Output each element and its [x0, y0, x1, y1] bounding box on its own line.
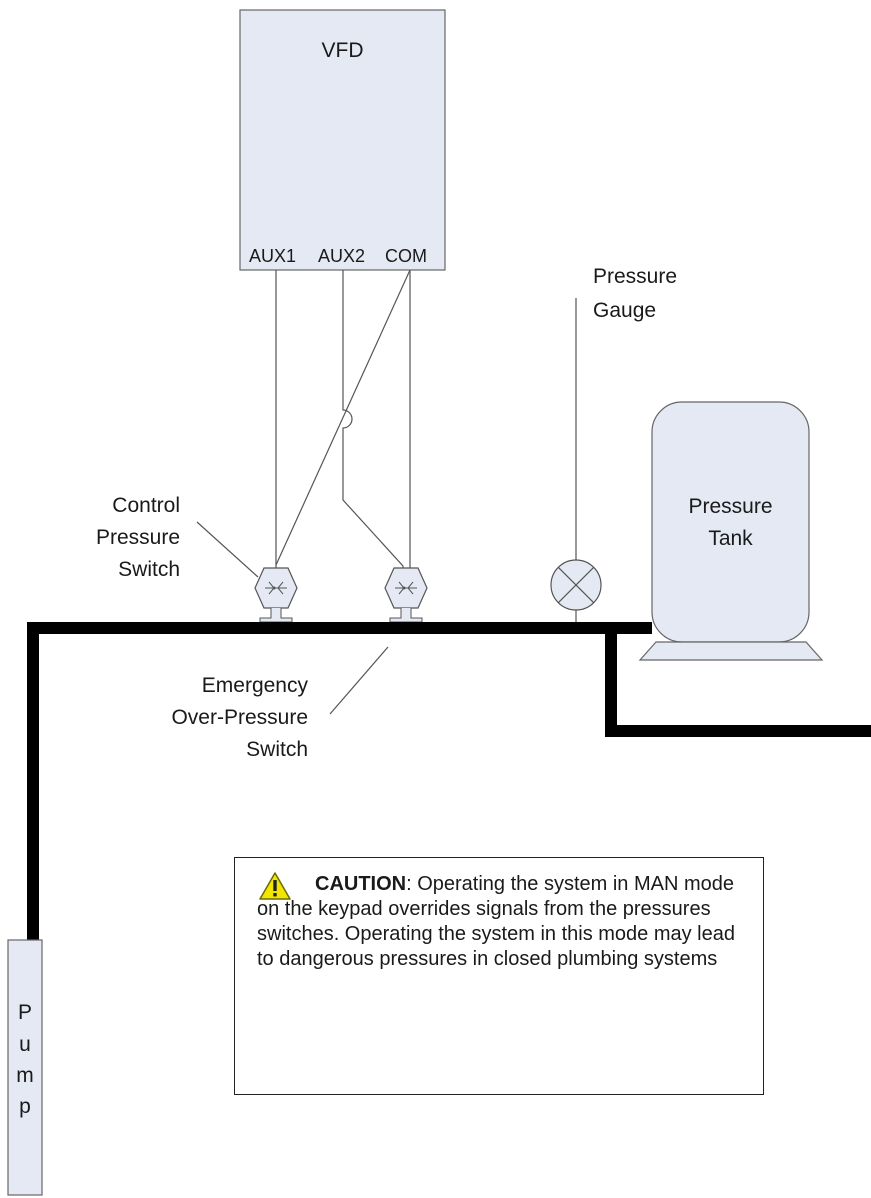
caution-box: CAUTION: Operating the system in MAN mod…: [234, 857, 764, 1095]
vfd-terminal-aux1: AUX1: [249, 246, 297, 266]
vfd-title: VFD: [321, 39, 364, 62]
emergency-switch-label-line3: Switch: [246, 738, 308, 761]
pump-letter-u: u: [19, 1033, 31, 1056]
control-pressure-switch: [254, 567, 298, 623]
vfd-box: [239, 9, 446, 271]
pump-body: [7, 939, 43, 1196]
emergency-switch-leader: [329, 646, 389, 715]
caution-lead: CAUTION: [315, 873, 407, 895]
pressure-tank-symbol: [638, 401, 824, 661]
caution-text: CAUTION: Operating the system in MAN mod…: [257, 872, 757, 972]
emergency-pressure-switch: [384, 567, 428, 623]
control-wires: [196, 269, 577, 715]
control-switch-label-line2: Pressure: [95, 526, 180, 549]
pump-letter-m: m: [16, 1064, 34, 1087]
aux2-wire: [342, 270, 404, 578]
pressure-gauge-label-line2: Gauge: [593, 299, 657, 322]
vfd-terminal-aux2: AUX2: [318, 246, 366, 266]
emergency-switch-label-line1: Emergency: [201, 674, 308, 697]
caution-body: : Operating the system in MAN mode on th…: [257, 873, 735, 970]
main-pipe: [27, 622, 652, 942]
pump-letter-p: P: [17, 1001, 32, 1024]
warning-triangle-icon: [259, 872, 291, 900]
control-switch-label-line3: Switch: [118, 558, 180, 581]
pressure-tank-label-line1: Pressure: [688, 495, 773, 518]
piping: [27, 622, 871, 942]
control-switch-leader: [196, 521, 259, 578]
pump-letter-p2: p: [19, 1095, 31, 1118]
emergency-switch-label-line2: Over-Pressure: [171, 706, 308, 729]
com-wire-to-control-switch: [275, 269, 411, 566]
control-switch-label-line1: Control: [112, 494, 180, 517]
pressure-gauge-symbol: [550, 559, 602, 611]
branch-pipe: [605, 628, 871, 737]
vfd-terminal-com: COM: [385, 246, 427, 266]
pressure-gauge-label-line1: Pressure: [593, 265, 678, 288]
pressure-tank-label-line2: Tank: [708, 527, 753, 550]
